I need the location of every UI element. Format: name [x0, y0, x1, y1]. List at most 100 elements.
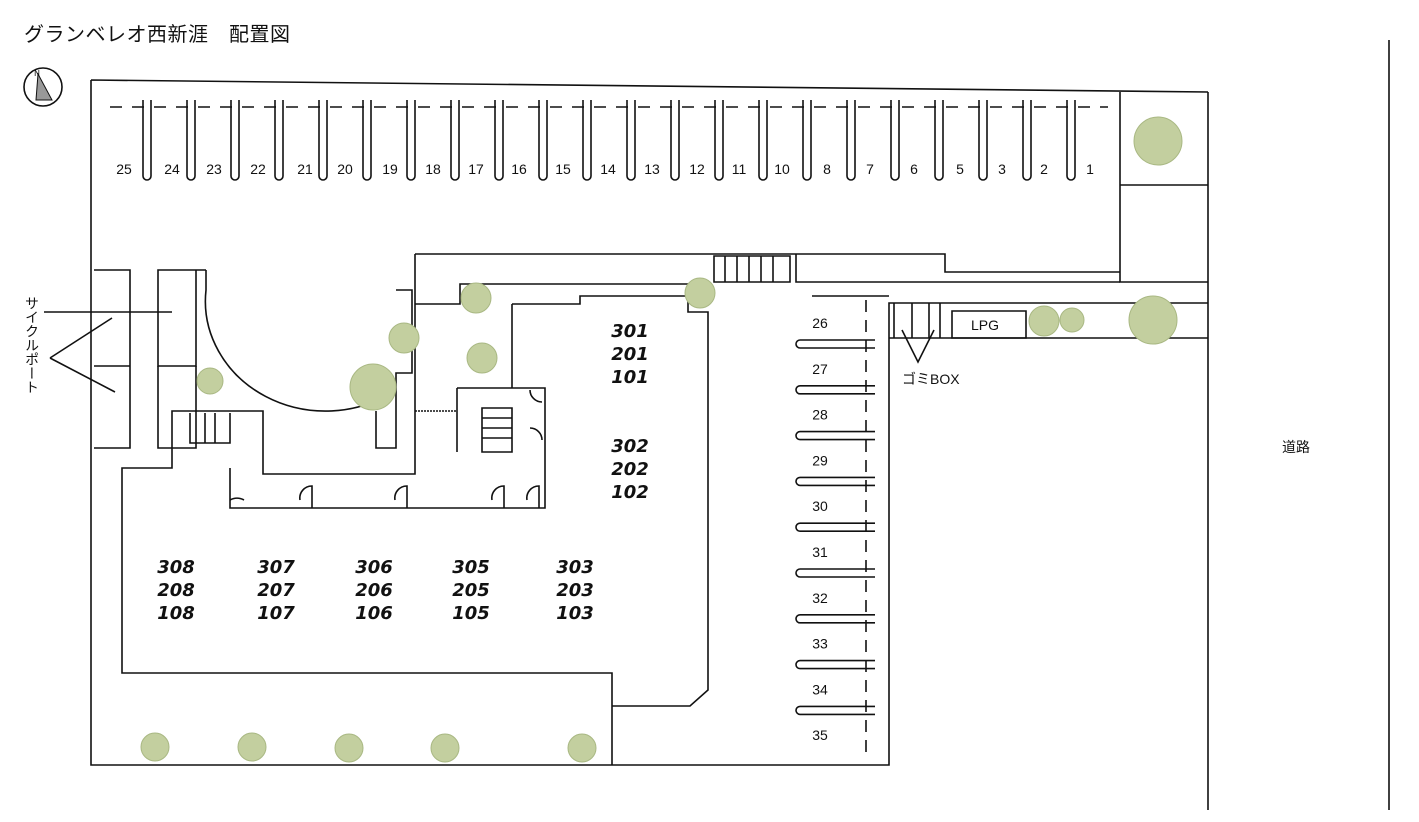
unit-number: 106: [355, 603, 393, 624]
parking-divider: [450, 100, 460, 181]
lpg-label: LPG: [971, 317, 999, 333]
parking-space-label: 6: [910, 161, 918, 177]
tree-icon: [1028, 305, 1060, 337]
parking-space-label: 18: [425, 161, 441, 177]
tree-icon: [430, 733, 460, 763]
unit-number: 307: [257, 557, 295, 578]
parking-space-label: 12: [689, 161, 705, 177]
unit-number: 101: [611, 367, 649, 388]
tree-icon: [567, 733, 597, 763]
parking-divider: [795, 339, 875, 349]
tree-icon: [237, 732, 267, 762]
parking-divider: [714, 100, 724, 181]
parking-space-label: 35: [812, 727, 828, 743]
parking-space-label: 15: [555, 161, 571, 177]
parking-space-label: 5: [956, 161, 964, 177]
parking-space-label: 33: [812, 636, 828, 652]
parking-divider: [802, 100, 812, 181]
parking-divider: [230, 100, 240, 181]
parking-divider: [186, 100, 196, 181]
parking-space-label: 24: [164, 161, 180, 177]
parking-space-label: 19: [382, 161, 398, 177]
parking-divider: [934, 100, 944, 181]
tree-icon: [466, 342, 498, 374]
unit-number: 207: [257, 580, 295, 601]
parking-divider: [795, 705, 875, 716]
parking-divider: [890, 100, 900, 181]
parking-space-label: 23: [206, 161, 222, 177]
unit-number: 303: [556, 557, 594, 578]
unit-number: 306: [355, 557, 393, 578]
parking-divider: [1066, 100, 1076, 181]
parking-space-label: 25: [116, 161, 132, 177]
tree-icon: [196, 367, 224, 395]
building: [44, 253, 1120, 765]
tree-icon: [1128, 295, 1178, 345]
garbage-box-label: ゴミBOX: [902, 371, 960, 387]
parking-space-label: 3: [998, 161, 1006, 177]
trees: [140, 116, 1183, 763]
unit-number: 205: [452, 580, 490, 601]
page-title: グランベレオ西新涯 配置図: [24, 22, 291, 46]
parking-space-label: 1: [1086, 161, 1094, 177]
tree-icon: [460, 282, 492, 314]
parking-divider: [846, 100, 856, 181]
tree-icon: [349, 363, 397, 411]
unit-numbers: 3012011013022021023082081083072071073062…: [157, 321, 649, 624]
unit-number: 103: [556, 603, 594, 624]
unit-number: 305: [452, 557, 490, 578]
parking-space-label: 27: [812, 361, 828, 377]
parking-divider: [758, 100, 768, 181]
parking-divider: [795, 659, 875, 670]
tree-icon: [388, 322, 420, 354]
tree-icon: [1133, 116, 1183, 166]
parking-space-label: 16: [511, 161, 527, 177]
road-label: 道路: [1282, 439, 1310, 455]
parking-space-label: 11: [732, 161, 747, 177]
site-boundary: [90, 40, 1390, 810]
parking-space-label: 21: [297, 161, 313, 177]
parking-space-label: 28: [812, 407, 828, 423]
unit-number: 301: [611, 321, 649, 342]
parking-divider: [795, 385, 875, 395]
parking-space-label: 29: [812, 452, 828, 468]
parking-space-label: 8: [823, 161, 831, 177]
parking-space-label: 31: [812, 544, 828, 560]
unit-number: 308: [157, 557, 195, 578]
parking-divider: [538, 100, 548, 181]
parking-divider: [1022, 100, 1032, 181]
parking-divider: [795, 430, 875, 441]
tree-icon: [334, 733, 364, 763]
parking-divider: [795, 476, 875, 487]
parking-space-label: 30: [812, 498, 828, 514]
parking-space-label: 10: [774, 161, 790, 177]
tree-icon: [1059, 307, 1085, 333]
parking-space-label: 2: [1040, 161, 1048, 177]
tree-icon: [684, 277, 716, 309]
parking-space-label: 17: [468, 161, 484, 177]
parking-divider: [142, 100, 152, 181]
unit-number: 302: [611, 436, 649, 457]
parking-space-label: 20: [337, 161, 353, 177]
cycle-port-label: サイクルポート: [24, 296, 40, 394]
parking-divider: [670, 100, 680, 181]
unit-number: 203: [556, 580, 594, 601]
unit-number: 201: [611, 344, 649, 365]
parking-divider: [582, 100, 592, 181]
unit-number: 105: [452, 603, 490, 624]
parking-space-label: 14: [600, 161, 616, 177]
parking-divider: [795, 522, 875, 532]
parking-space-label: 7: [866, 161, 874, 177]
tree-icon: [140, 732, 170, 762]
unit-number: 107: [257, 603, 295, 624]
unit-number: 206: [355, 580, 393, 601]
parking-space-label: 34: [812, 681, 828, 697]
parking-divider: [274, 100, 284, 181]
parking-divider: [978, 100, 988, 181]
unit-number: 108: [157, 603, 195, 624]
parking-divider: [362, 100, 372, 181]
north-arrow-icon: N: [23, 67, 63, 107]
